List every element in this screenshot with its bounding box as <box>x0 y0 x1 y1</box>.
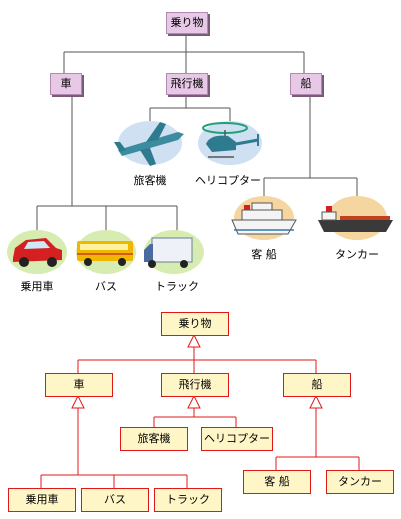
uml-tanker-class: タンカー <box>326 470 394 494</box>
tanker-icon <box>318 196 393 240</box>
passenger-ship-icon <box>231 196 297 240</box>
uml-helicopter-class: ヘリコプター <box>201 427 273 451</box>
passenger-car-label: 乗用車 <box>20 280 54 293</box>
bus-label: バス <box>95 280 117 293</box>
helicopter-label: ヘリコプター <box>195 174 261 187</box>
uml-passenger-car-class: 乗用車 <box>8 488 76 512</box>
car-icon <box>7 230 67 274</box>
uml-truck-class: トラック <box>154 488 222 512</box>
uml-bus-class: バス <box>81 488 149 512</box>
uml-car-class: 車 <box>45 373 113 397</box>
truck-icon <box>144 230 204 274</box>
uml-airliner-class: 旅客機 <box>120 427 188 451</box>
car-category-box: 車 <box>50 73 82 95</box>
vehicle-root-box: 乗り物 <box>166 12 208 34</box>
passenger-ship-label: 客 船 <box>251 248 277 261</box>
uml-vehicle-class: 乗り物 <box>161 312 229 336</box>
uml-ship-class: 船 <box>283 373 351 397</box>
helicopter-icon <box>198 121 262 165</box>
airliner-label: 旅客機 <box>133 174 167 187</box>
uml-passenger-ship-class: 客 船 <box>243 470 311 494</box>
truck-label: トラック <box>155 280 199 293</box>
bus-icon <box>76 230 136 274</box>
ship-category-box: 船 <box>290 73 322 95</box>
airliner-icon <box>114 121 184 166</box>
airplane-category-box: 飛行機 <box>166 73 208 95</box>
uml-airplane-class: 飛行機 <box>161 373 229 397</box>
tanker-label: タンカー <box>335 248 379 261</box>
